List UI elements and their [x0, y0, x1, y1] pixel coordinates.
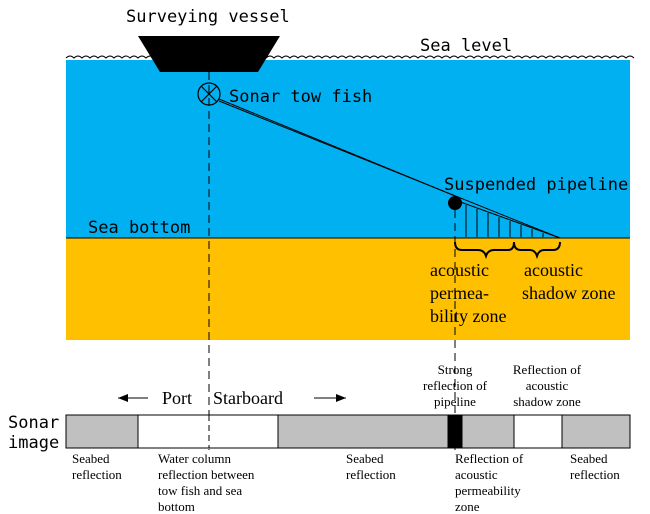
- perm-reflection-label-1: Reflection of: [455, 451, 524, 466]
- pipeline-label: Suspended pipeline: [444, 175, 628, 195]
- sea-level-label: Sea level: [420, 36, 512, 56]
- shadow-reflection-label-1: Reflection of: [513, 362, 582, 377]
- port-label: Port: [162, 388, 192, 408]
- tow-fish-icon: [197, 82, 221, 106]
- beam-upper-ext: [454, 199, 561, 239]
- vessel-hull: [138, 36, 280, 72]
- shadow-reflection-label-2: acoustic: [526, 378, 569, 393]
- strip-seabed-right: [561, 414, 631, 449]
- port-arrowhead: [118, 394, 128, 402]
- perm-zone-brace: [454, 241, 515, 260]
- strip-seabed-mid: [277, 414, 449, 449]
- sonar-image-label-1: Sonar: [8, 413, 59, 433]
- water-column-label-3: tow fish and sea: [158, 483, 242, 498]
- perm-reflection-label-2: acoustic: [455, 467, 498, 482]
- water-column-label-4: bottom: [158, 499, 195, 514]
- starboard-arrowhead: [336, 394, 346, 402]
- perm-zone-label-1: acoustic: [430, 260, 489, 280]
- shadow-zone-label-2: shadow zone: [522, 283, 615, 303]
- strip-pipeline: [447, 414, 463, 449]
- water-column-label-2: reflection between: [158, 467, 255, 482]
- beam-lower: [218, 100, 561, 239]
- seabed-right-label-1: Seabed: [570, 451, 608, 466]
- seabed-mid-label-1: Seabed: [346, 451, 384, 466]
- strip-seabed-left: [65, 414, 139, 449]
- strip-permeability: [461, 414, 515, 449]
- seabed-mid-label-2: reflection: [346, 467, 396, 482]
- shadow-hatching: [465, 205, 544, 237]
- tow-fish-label: Sonar tow fish: [229, 87, 372, 107]
- strong-reflection-label-1: Strong: [438, 362, 473, 377]
- seabed-left-label-1: Seabed: [72, 451, 110, 466]
- water-column-label-1: Water column: [158, 451, 231, 466]
- perm-reflection-label-3: permeability: [455, 483, 521, 498]
- shadow-zone-label-1: acoustic: [524, 260, 583, 280]
- vessel-label: Surveying vessel: [126, 7, 290, 27]
- shadow-reflection-label-3: shadow zone: [513, 394, 581, 409]
- seabed-right-label-2: reflection: [570, 467, 620, 482]
- water-body: [66, 60, 630, 238]
- sea-bottom-label: Sea bottom: [88, 218, 190, 238]
- tow-fish-cross-b: [200, 85, 218, 103]
- perm-reflection-label-4: zone: [455, 499, 480, 514]
- seabed-left-label-2: reflection: [72, 467, 122, 482]
- starboard-label: Starboard: [213, 388, 283, 408]
- perm-zone-label-2: permea-: [430, 283, 489, 303]
- strong-reflection-label-3: pipeline: [434, 394, 476, 409]
- perm-zone-label-3: bility zone: [430, 306, 506, 326]
- pipeline-icon: [448, 196, 462, 210]
- strong-reflection-label-2: reflection of: [423, 378, 488, 393]
- shadow-zone-brace: [513, 241, 561, 260]
- strip-shadow: [513, 414, 563, 449]
- strip-water-column: [137, 414, 279, 449]
- sonar-image-label-2: image: [8, 433, 59, 453]
